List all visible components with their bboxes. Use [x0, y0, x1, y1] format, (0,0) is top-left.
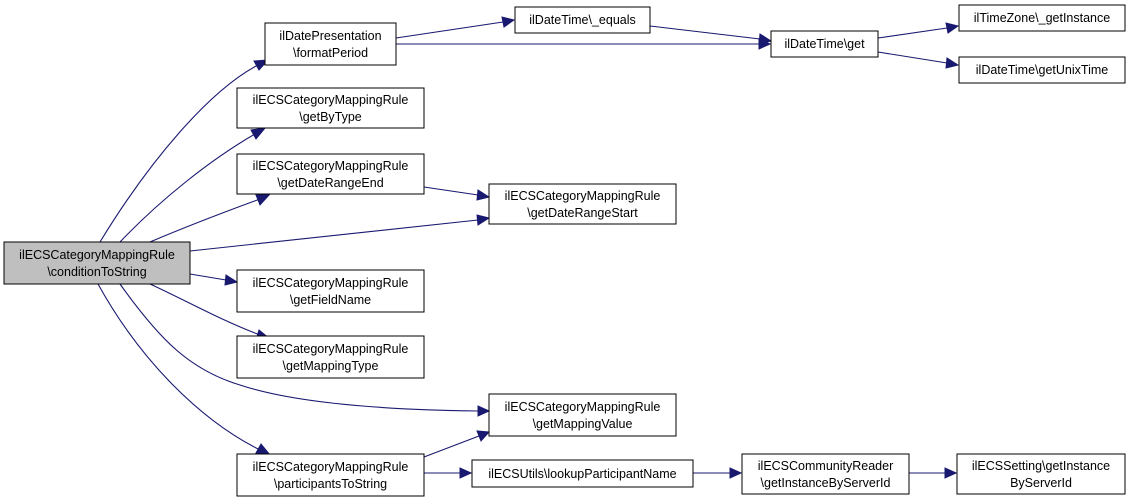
node-getMappingType-line-2: \getMappingType [283, 359, 379, 373]
edge-conditionToString-getFieldName [189, 273, 227, 281]
arrowhead-getInstanceTZ [945, 22, 960, 34]
edge-conditionToString-getMappingValue [119, 283, 479, 412]
arrowhead-getDateRangeEnd [255, 193, 272, 206]
node-equals-line-1: ilDateTime\_equals [529, 13, 636, 27]
edge-conditionToString-participantsToString [97, 283, 261, 451]
node-getFieldName[interactable]: ilECSCategoryMappingRule \getFieldName [236, 269, 425, 313]
node-getByType-line-2: \getByType [299, 110, 362, 124]
node-settingGetInstance-line-1: ilECSSetting\getInstance [972, 459, 1110, 473]
arrowhead-getUnixTime [945, 57, 960, 69]
node-conditionToString[interactable]: ilECSCategoryMappingRule \conditionToStr… [3, 241, 191, 285]
node-getFieldName-line-2: \getFieldName [290, 293, 371, 307]
node-lookupParticipantName-line-1: ilECSUtils\lookupParticipantName [488, 467, 676, 481]
node-getInstanceTZ-line-1: ilTimeZone\_getInstance [974, 11, 1110, 25]
node-getMappingValue-line-1: ilECSCategoryMappingRule [505, 400, 661, 414]
node-getInstanceTZ[interactable]: ilTimeZone\_getInstance [958, 4, 1126, 32]
node-lookupParticipantName[interactable]: ilECSUtils\lookupParticipantName [471, 459, 694, 488]
arrowhead-getMappingValue-1 [477, 405, 491, 417]
node-readerGetInstance-line-1: ilECSCommunityReader [758, 459, 893, 473]
node-getMappingValue-line-2: \getMappingValue [533, 417, 633, 431]
node-getMappingValue[interactable]: ilECSCategoryMappingRule \getMappingValu… [488, 393, 677, 437]
node-getMappingType-line-1: ilECSCategoryMappingRule [253, 342, 409, 356]
node-formatPeriod-line-1: ilDatePresentation [279, 29, 381, 43]
edge-conditionToString-getDateRangeStart [189, 219, 479, 252]
node-readerGetInstance-line-2: \getInstanceByServerId [761, 476, 891, 490]
arrowhead-getFieldName [224, 274, 239, 286]
edge-equals-get [649, 25, 761, 40]
node-getByType[interactable]: ilECSCategoryMappingRule \getByType [236, 87, 425, 129]
node-getDateRangeStart-line-2: \getDateRangeStart [527, 206, 638, 220]
arrowhead-getDateRangeStart-2 [476, 189, 491, 201]
arrowhead-settingGetInstance [944, 467, 958, 479]
node-readerGetInstance[interactable]: ilECSCommunityReader \getInstanceByServe… [741, 453, 910, 495]
edge-get-getUnixTime [877, 51, 948, 64]
arrowhead-getDateRangeStart-1 [476, 214, 491, 226]
edge-conditionToString-formatPeriod [99, 64, 259, 243]
node-formatPeriod[interactable]: ilDatePresentation \formatPeriod [264, 22, 397, 66]
node-formatPeriod-line-2: \formatPeriod [293, 46, 368, 60]
arrowhead-equals [501, 16, 516, 28]
edge-conditionToString-getByType [119, 133, 256, 243]
node-getUnixTime[interactable]: ilDateTime\getUnixTime [958, 56, 1126, 84]
node-getDateRangeEnd[interactable]: ilECSCategoryMappingRule \getDateRangeEn… [236, 153, 425, 195]
node-getDateRangeStart-line-1: ilECSCategoryMappingRule [505, 189, 661, 203]
node-getDateRangeEnd-line-1: ilECSCategoryMappingRule [253, 159, 409, 173]
edge-conditionToString-getDateRangeEnd [149, 198, 261, 243]
arrowhead-getMappingValue-2 [476, 430, 491, 442]
node-settingGetInstance[interactable]: ilECSSetting\getInstance ByServerId [956, 453, 1126, 495]
arrowhead-participantsToString [255, 443, 272, 456]
node-participantsToString[interactable]: ilECSCategoryMappingRule \participantsTo… [236, 453, 425, 497]
node-getUnixTime-line-1: ilDateTime\getUnixTime [976, 63, 1108, 77]
arrowhead-readerGetInstance [729, 467, 743, 479]
nodes-layer: ilECSCategoryMappingRule \conditionToStr… [3, 4, 1126, 497]
edge-conditionToString-getMappingType [149, 283, 261, 336]
edge-participantsToString-getMappingValue [423, 435, 480, 458]
edge-formatPeriod-equals [395, 21, 504, 39]
edge-getDateRangeEnd-getDateRangeStart [423, 186, 479, 196]
node-getDateRangeStart[interactable]: ilECSCategoryMappingRule \getDateRangeSt… [488, 183, 677, 225]
node-getFieldName-line-1: ilECSCategoryMappingRule [253, 276, 409, 290]
node-getByType-line-1: ilECSCategoryMappingRule [253, 93, 409, 107]
arrowhead-getByType [250, 127, 267, 140]
node-participantsToString-line-1: ilECSCategoryMappingRule [253, 460, 409, 474]
edges-layer [97, 16, 960, 479]
node-get[interactable]: ilDateTime\get [770, 30, 879, 58]
node-participantsToString-line-2: \participantsToString [274, 477, 387, 491]
node-getDateRangeEnd-line-2: \getDateRangeEnd [277, 176, 383, 190]
edge-get-getInstanceTZ [877, 27, 948, 39]
arrowhead-get-2 [758, 33, 773, 45]
node-settingGetInstance-line-2: ByServerId [1010, 476, 1072, 490]
arrowhead-lookupParticipantName [459, 467, 473, 479]
node-conditionToString-line-2: \conditionToString [47, 265, 146, 279]
node-equals[interactable]: ilDateTime\_equals [514, 6, 651, 34]
node-conditionToString-line-1: ilECSCategoryMappingRule [19, 248, 175, 262]
node-get-line-1: ilDateTime\get [784, 37, 865, 51]
node-getMappingType[interactable]: ilECSCategoryMappingRule \getMappingType [236, 335, 425, 379]
